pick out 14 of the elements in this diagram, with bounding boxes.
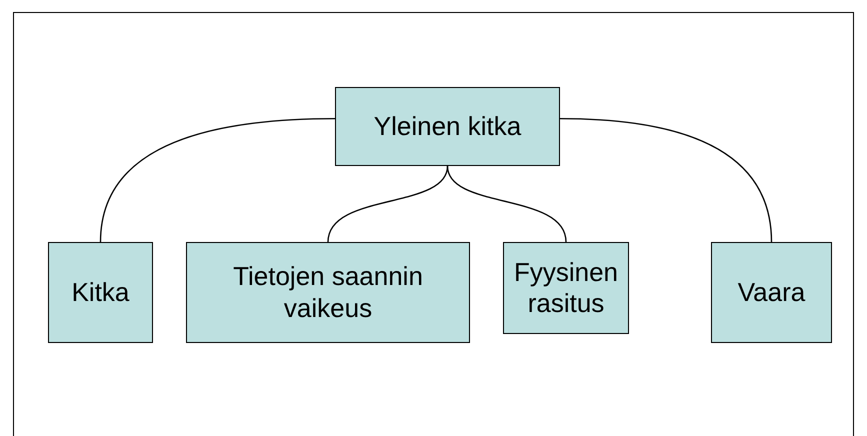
topic-box [48, 242, 153, 343]
topic-label: Vaara [738, 276, 806, 308]
topic-box [711, 242, 832, 343]
topic-box [503, 242, 629, 334]
topic-label: Tietojen saannin vaikeus [232, 261, 424, 324]
connector-line [327, 166, 448, 242]
topic-label: Kitka [72, 276, 130, 308]
connector-line [560, 118, 772, 242]
connector-line [100, 118, 336, 242]
connector-line [446, 166, 567, 242]
topic-box [186, 242, 470, 343]
topic-label: Fyysinen rasitus [512, 256, 620, 320]
topic-box [335, 87, 560, 166]
topic-label: Yleinen kitka [374, 110, 522, 142]
